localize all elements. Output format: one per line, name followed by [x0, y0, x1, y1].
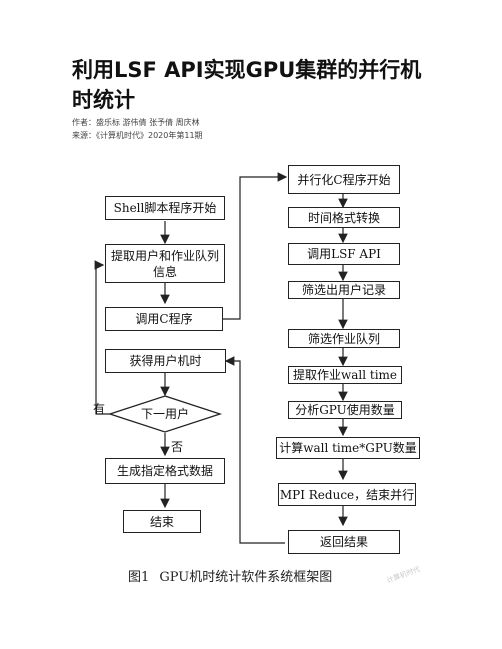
extract-user-queue-box: 提取用户和作业队列信息: [105, 244, 225, 283]
mpi-reduce-box: MPI Reduce，结束并行: [278, 483, 416, 506]
gen-format-box: 生成指定格式数据: [105, 458, 225, 484]
time-format-box: 时间格式转换: [288, 207, 400, 228]
flowchart-connectors: [94, 172, 348, 544]
call-lsf-api-box: 调用LSF API: [288, 243, 400, 265]
source-line: 来源：《计算机时代》2020年第11期: [72, 131, 203, 140]
extract-wall-time-box: 提取作业wall time: [288, 366, 402, 384]
return-result-box: 返回结果: [288, 530, 400, 554]
decision-diamond: [107, 395, 223, 433]
filter-job-queue-box: 筛选作业队列: [288, 329, 400, 348]
authors-line: 作者：盛乐标 游伟倩 张予倩 周庆林: [72, 118, 200, 127]
yes-label: 有: [93, 402, 106, 416]
end-box: 结束: [123, 510, 201, 533]
call-c-box: 调用C程序: [105, 307, 223, 331]
filter-user-records-box: 筛选出用户记录: [288, 281, 400, 299]
no-label: 否: [171, 440, 184, 454]
compute-product-box: 计算wall time*GPU数量: [276, 437, 420, 459]
get-user-hours-box: 获得用户机时: [105, 349, 226, 373]
flowchart-figure: Shell脚本程序开始 提取用户和作业队列信息 调用C程序 获得用户机时 下一用…: [88, 155, 420, 595]
parallel-c-start-box: 并行化C程序开始: [288, 165, 400, 194]
analyze-gpu-usage-box: 分析GPU使用数量: [288, 401, 402, 419]
article-title: 利用LSF API实现GPU集群的并行机时统计: [72, 58, 422, 112]
shell-start-box: Shell脚本程序开始: [105, 196, 225, 220]
figure-caption: 图1 GPU机时统计软件系统框架图: [128, 570, 333, 585]
next-user-label: 下一用户: [140, 407, 189, 421]
